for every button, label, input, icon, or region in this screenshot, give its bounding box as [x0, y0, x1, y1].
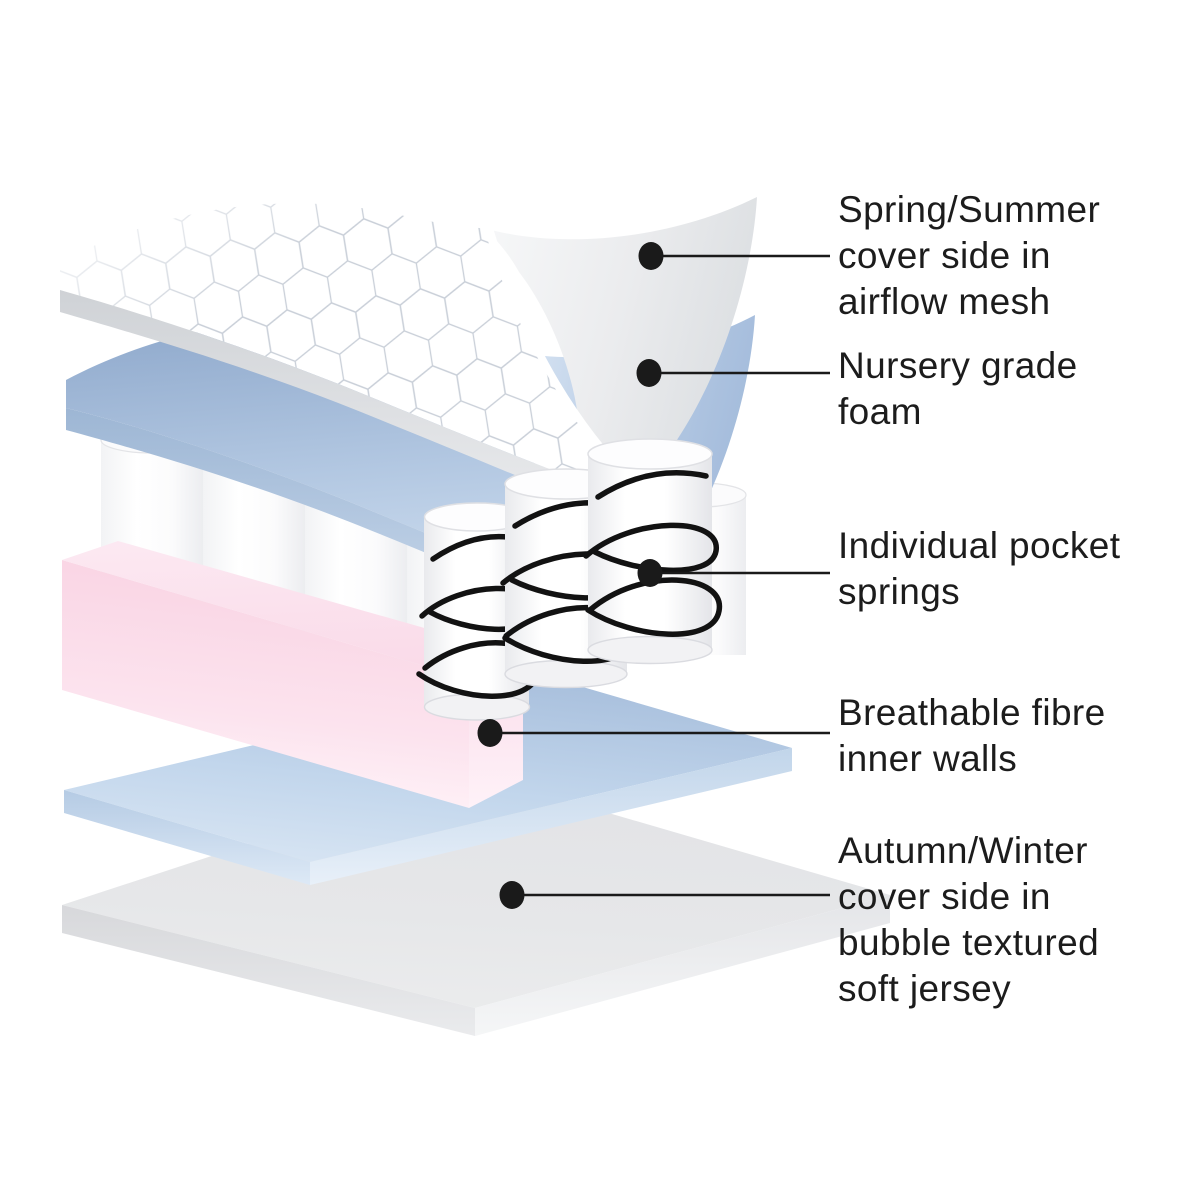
- label-line: springs: [838, 571, 961, 612]
- label-line: Individual pocket: [838, 525, 1121, 566]
- label-line: Breathable fibre: [838, 692, 1106, 733]
- label-line: bubble textured: [838, 922, 1100, 963]
- label-line: foam: [838, 391, 922, 432]
- pocket-springs-front-group: [416, 438, 722, 721]
- label-line: cover side in: [838, 235, 1051, 276]
- label-line: Autumn/Winter: [838, 830, 1088, 871]
- label-line: Spring/Summer: [838, 189, 1101, 230]
- callout-dot-autumn-winter: [499, 881, 525, 909]
- callout-label-pocket-springs: Individual pocket springs: [838, 523, 1188, 615]
- label-line: cover side in: [838, 876, 1051, 917]
- callout-dot-fibre-walls: [477, 719, 503, 747]
- label-line: airflow mesh: [838, 281, 1051, 322]
- label-line: Nursery grade: [838, 345, 1078, 386]
- callout-dot-spring-summer: [638, 242, 664, 270]
- pocket-spring-cylinder: [583, 438, 722, 665]
- label-line: soft jersey: [838, 968, 1012, 1009]
- autumn-winter-cover-layer: [62, 772, 890, 1036]
- callout-label-nursery-foam: Nursery grade foam: [838, 343, 1188, 435]
- callout-dot-nursery-foam: [636, 359, 662, 387]
- callout-dot-pocket-springs: [637, 559, 663, 587]
- label-line: inner walls: [838, 738, 1018, 779]
- callout-leaders: [477, 242, 830, 909]
- callout-label-fibre-inner-walls: Breathable fibre inner walls: [838, 690, 1188, 782]
- callout-label-spring-summer-cover: Spring/Summer cover side in airflow mesh: [838, 187, 1188, 325]
- callout-label-autumn-winter-cover: Autumn/Winter cover side in bubble textu…: [838, 828, 1188, 1012]
- airflow-mesh-cover-layer: [60, 197, 757, 528]
